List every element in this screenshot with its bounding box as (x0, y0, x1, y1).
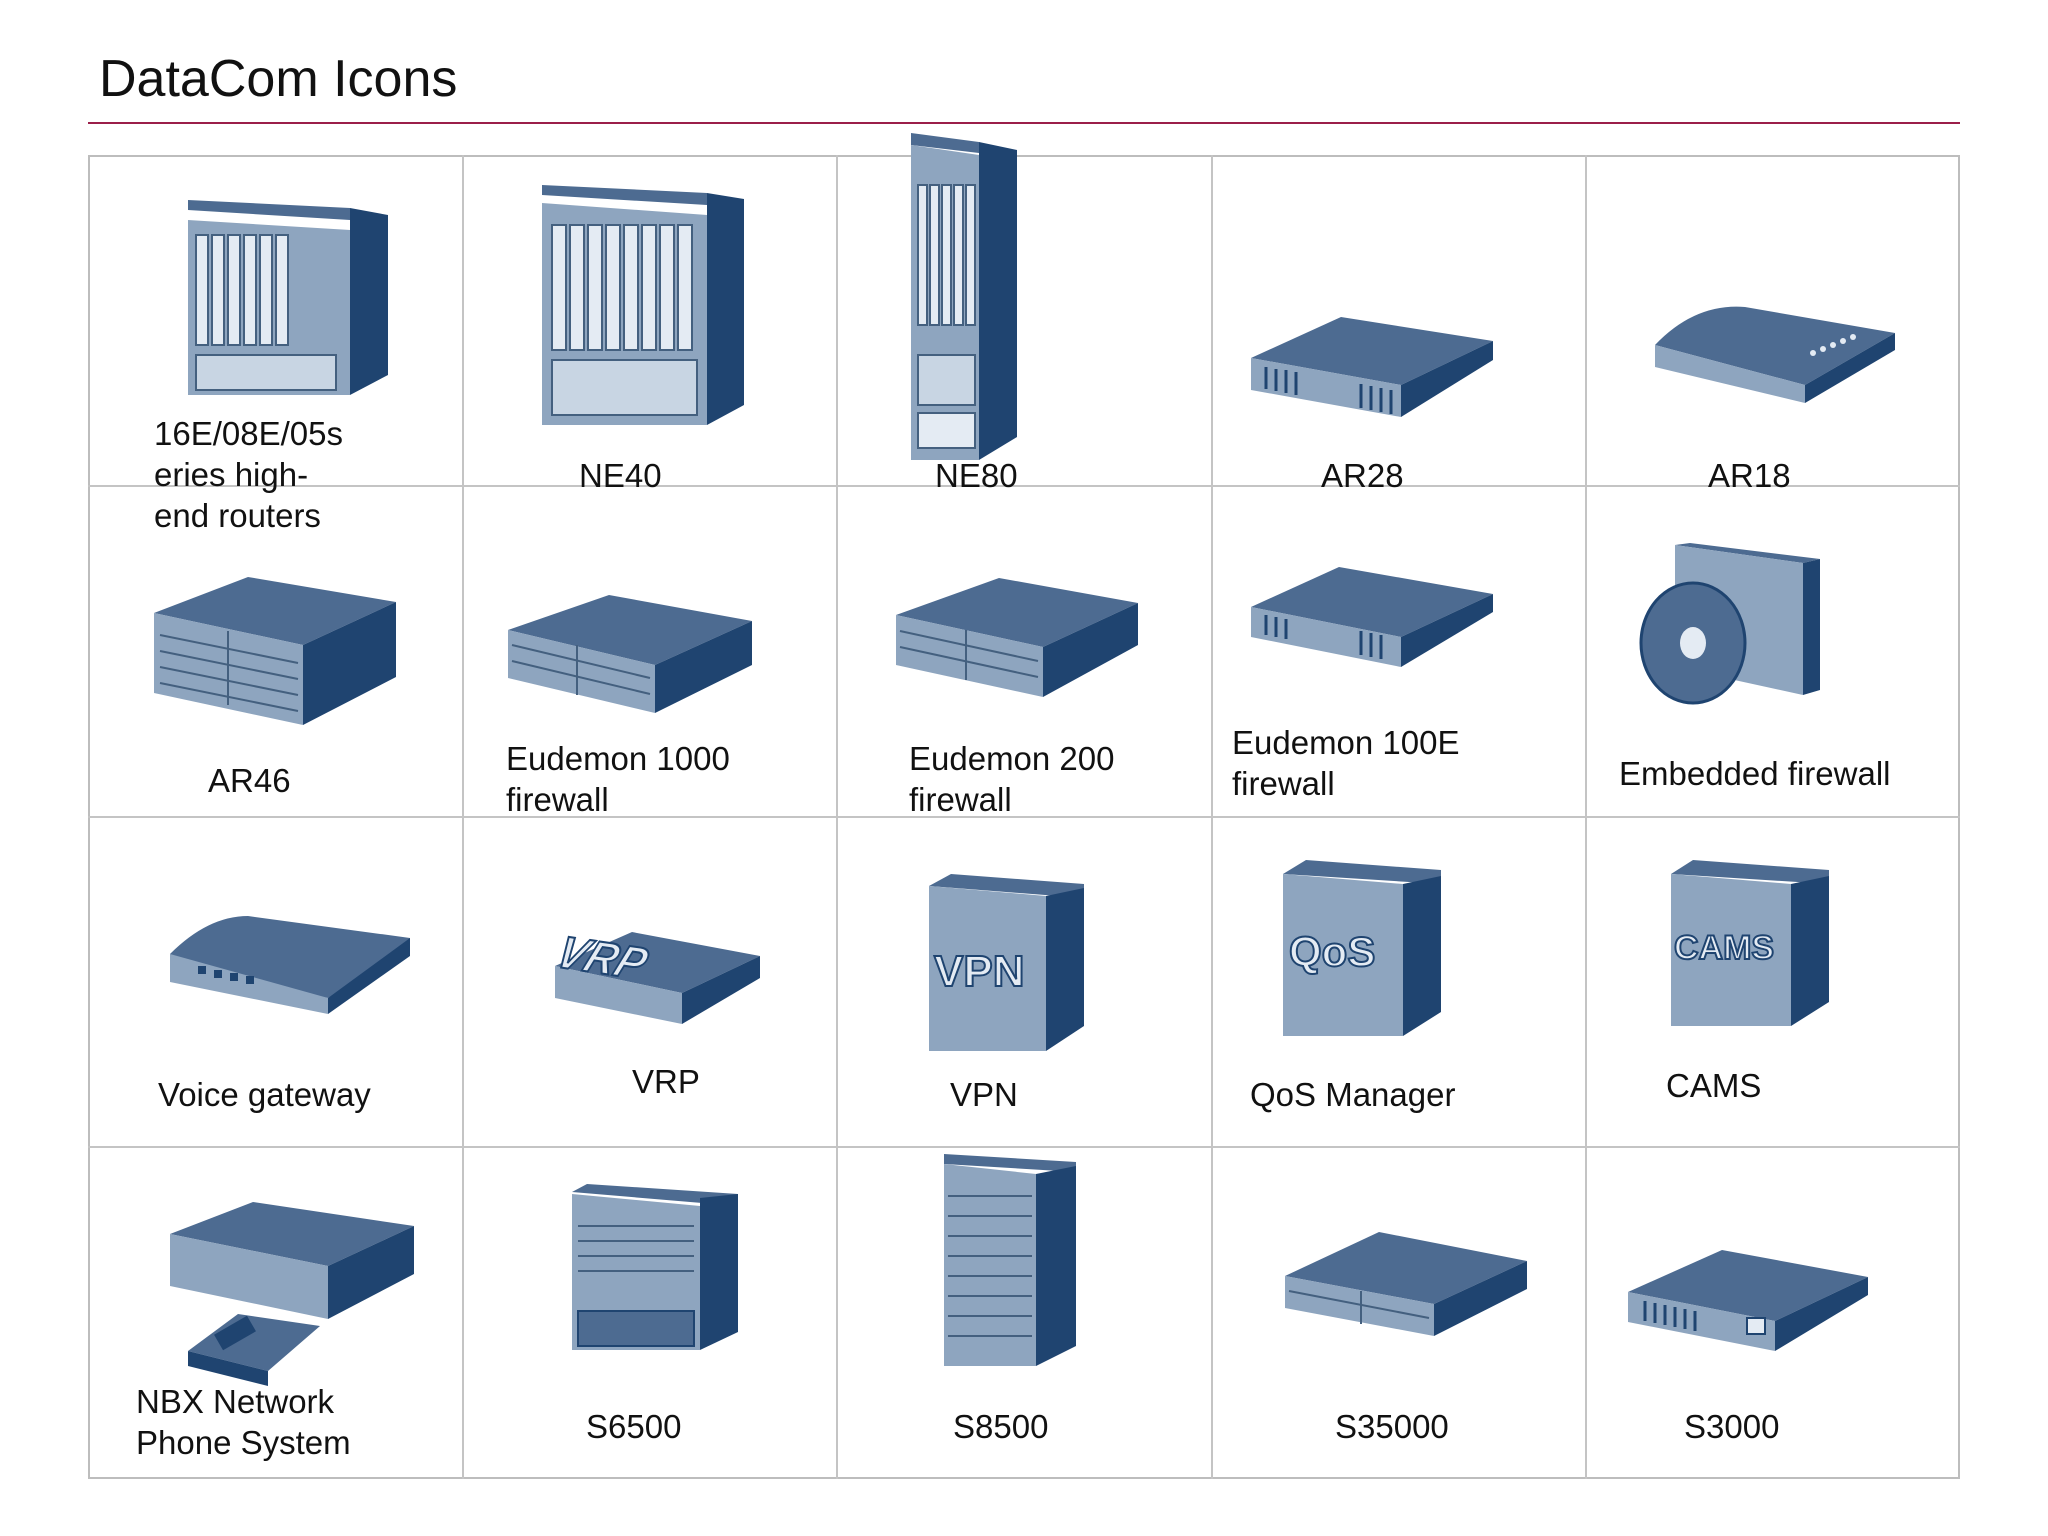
icon-label: Voice gateway (158, 1076, 371, 1113)
icon-label: NBX Network Phone System (136, 1383, 351, 1461)
icon-label: VRP (632, 1063, 700, 1100)
server-tower-icon: VPN (929, 874, 1084, 1051)
phone-system-icon (170, 1202, 414, 1386)
icon-label: S8500 (953, 1408, 1049, 1445)
grid-row-divider (88, 816, 1960, 818)
flat-firewall-icon (1251, 567, 1493, 667)
server-tower-icon: CAMS (1671, 860, 1829, 1026)
grid-col-divider (836, 155, 838, 1479)
slim-router-icon (1655, 306, 1895, 403)
icon-cell-cams: CAMS CAMS (1585, 816, 1959, 1147)
svg-text:QoS: QoS (1289, 928, 1375, 975)
icon-label: QoS Manager (1250, 1076, 1456, 1113)
svg-text:CAMS: CAMS (1674, 929, 1774, 967)
icon-cell-s3000: S3000 (1585, 1146, 1959, 1477)
icon-cell-ne80: NE80 (836, 133, 1210, 494)
icon-cell-embedded-firewall: Embedded firewall (1585, 485, 1959, 816)
icon-cell-nbx: NBX Network Phone System (88, 1146, 462, 1477)
switch-rack-icon (944, 1154, 1076, 1366)
icon-label: S35000 (1335, 1408, 1449, 1445)
flat-router-icon (1251, 317, 1493, 417)
icon-label: AR46 (208, 762, 291, 799)
vrp-platform-icon: VRP (548, 927, 760, 1024)
icon-label: AR28 (1321, 457, 1404, 494)
icon-label: NE80 (935, 457, 1018, 494)
icon-cell-s35000: S35000 (1211, 1146, 1585, 1477)
icon-cell-vrp: VRP VRP (462, 816, 836, 1147)
grid-col-divider (1585, 155, 1587, 1479)
icon-cell-eudemon-100e: Eudemon 100E firewall (1211, 485, 1585, 816)
ne80-rack-icon (911, 133, 1017, 460)
icon-label: Embedded firewall (1619, 755, 1891, 792)
icon-cell-ne40: NE40 (462, 155, 836, 494)
chassis-router-icon (188, 200, 388, 395)
icon-label: Eudemon 1000 firewall (506, 740, 730, 818)
ne40-chassis-icon (542, 185, 744, 425)
box-firewall-icon (508, 595, 752, 713)
server-tower-icon: QoS (1283, 860, 1441, 1036)
disc-card-icon (1639, 543, 1820, 705)
grid-col-divider (1211, 155, 1213, 1479)
box-firewall-icon (896, 578, 1138, 697)
box-router-icon (154, 577, 396, 725)
icon-label: S6500 (586, 1408, 682, 1445)
icon-label: NE40 (579, 457, 662, 494)
page-title: DataCom Icons (99, 50, 458, 108)
icon-cell-vpn: VPN VPN (836, 816, 1210, 1147)
svg-text:VRP: VRP (549, 928, 655, 989)
switch-chassis-icon (572, 1184, 738, 1350)
grid-row-divider (88, 1146, 1960, 1148)
icon-label: 16E/08E/05s eries high- end routers (154, 415, 343, 534)
icon-cell-voice-gateway: Voice gateway (88, 816, 462, 1147)
icon-cell-s8500: S8500 (836, 1146, 1210, 1477)
icon-cell-eudemon-200: Eudemon 200 firewall (836, 485, 1210, 818)
flat-switch-icon (1628, 1250, 1868, 1351)
svg-text:VPN: VPN (934, 947, 1024, 996)
icon-label: Eudemon 100E firewall (1232, 724, 1460, 802)
icon-cell-16e: 16E/08E/05s eries high- end routers (88, 155, 462, 534)
icon-label: VPN (950, 1076, 1018, 1113)
icon-cell-ar28: AR28 (1211, 155, 1585, 494)
icon-label: Eudemon 200 firewall (909, 740, 1115, 818)
icon-label: S3000 (1684, 1408, 1780, 1445)
title-rule (88, 122, 1960, 124)
box-switch-icon (1285, 1232, 1527, 1336)
grid-col-divider (462, 155, 464, 1479)
voice-gateway-icon (170, 916, 410, 1014)
icon-cell-s6500: S6500 (462, 1146, 836, 1477)
icon-label: AR18 (1708, 457, 1791, 494)
icon-cell-ar46: AR46 (88, 485, 462, 816)
icon-label: CAMS (1666, 1067, 1762, 1104)
icon-cell-qos-manager: QoS QoS Manager (1211, 816, 1585, 1147)
icon-cell-eudemon-1000: Eudemon 1000 firewall (462, 485, 836, 818)
grid-row-divider (88, 485, 1960, 487)
icon-cell-ar18: AR18 (1585, 155, 1959, 494)
